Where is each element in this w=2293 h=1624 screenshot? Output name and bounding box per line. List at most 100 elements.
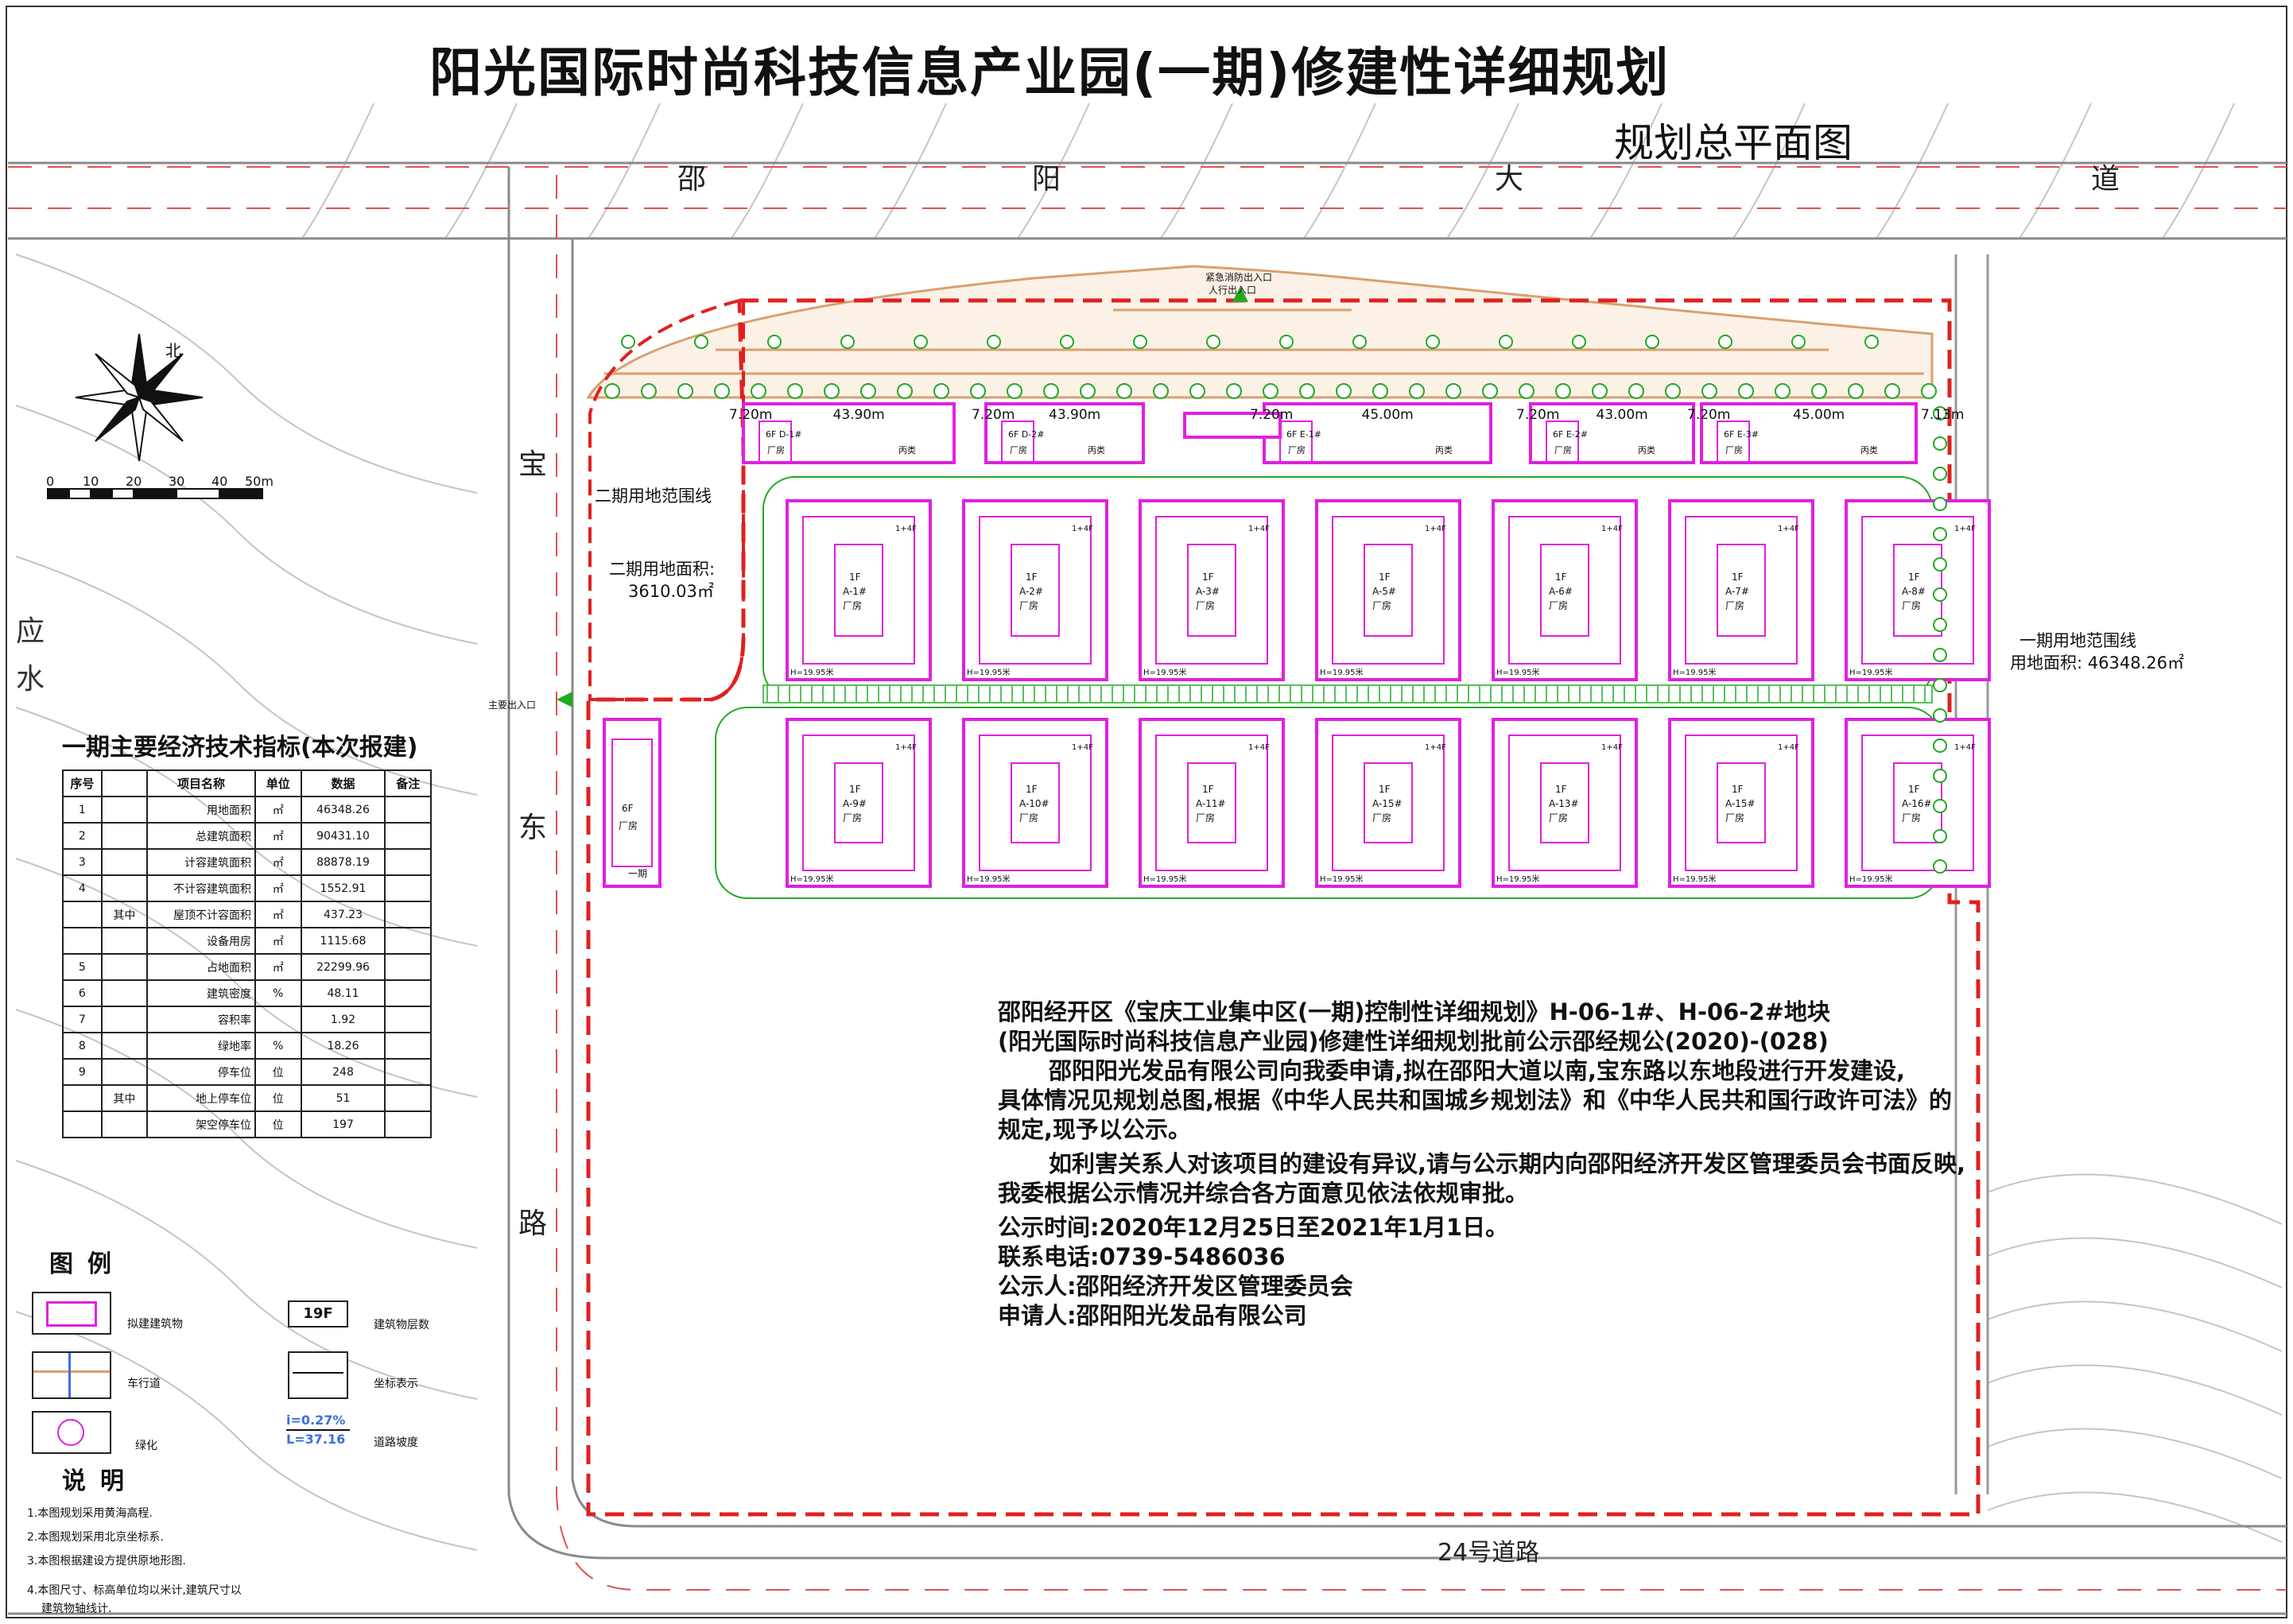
indicator-cell-unit: 位 <box>254 1110 302 1138</box>
notice-line: 我委根据公示情况并综合各方面意见依法依规审批。 <box>998 1180 1529 1207</box>
indicator-cell-group <box>100 1006 149 1033</box>
indicator-cell-no: 6 <box>62 979 103 1007</box>
indicator-cell-group <box>100 979 149 1007</box>
indicator-cell-no: 1 <box>62 796 103 824</box>
col-header: 备注 <box>384 769 432 797</box>
tree-icon <box>1933 467 1947 481</box>
notice-line: 如利害关系人对该项目的建设有异议,请与公示期内向邵阳经济开发区管理委员会书面反映… <box>1049 1150 1966 1177</box>
emergency-gate-label: 紧急消防出入口 <box>1205 272 1273 283</box>
phase2-area-value: 3610.03㎡ <box>628 582 714 601</box>
indicator-cell-remark <box>384 1006 432 1033</box>
indicator-cell-remark <box>384 979 432 1007</box>
indicator-cell-no: 9 <box>62 1058 103 1086</box>
legend-coord-icon <box>288 1351 348 1399</box>
phase2-building-class: 厂房 <box>619 820 638 831</box>
top-building-core <box>1717 421 1750 463</box>
road-label-baodong-2: 东 <box>518 812 548 844</box>
tree-icon <box>1299 383 1315 399</box>
block-aux-label: 1+4F <box>1601 525 1623 533</box>
building-fire-label: 丙类 <box>898 445 916 455</box>
tree-icon <box>767 335 782 349</box>
main-gate-label: 主要出入口 <box>488 700 537 711</box>
block-name-label: A-8# <box>1902 585 1926 597</box>
contour-line <box>15 254 478 494</box>
tree-icon <box>1933 769 1947 783</box>
col-header: 单位 <box>254 769 302 797</box>
block-height-label: H=19.95米 <box>1849 669 1893 677</box>
indicator-cell-value: 18.26 <box>300 1032 386 1060</box>
indicator-cell-name: 容积率 <box>146 1006 257 1033</box>
indicator-cell-no <box>62 927 103 955</box>
tree-icon <box>1933 557 1947 572</box>
legend-building-swatch <box>46 1301 97 1327</box>
building-fire-label: 丙类 <box>1435 445 1453 455</box>
tree-icon <box>1718 335 1732 349</box>
indicator-cell-name: 屋顶不计容面积 <box>146 901 257 928</box>
indicator-cell-value: 1.92 <box>300 1006 386 1033</box>
block-aux-label: 1+4F <box>1954 525 1976 533</box>
block-floors-label: 1F <box>1908 784 1920 795</box>
factory-block-core <box>1717 762 1766 843</box>
contour-line <box>1987 1237 2283 1289</box>
block-aux-label: 1+4F <box>1778 525 1799 533</box>
legend-coord-line <box>293 1372 343 1374</box>
indicator-cell-value: 46348.26 <box>300 796 386 824</box>
contour-line <box>1589 103 1663 239</box>
building-name-label: 6F E-2# <box>1553 429 1588 440</box>
page-title: 阳光国际时尚科技信息产业园(一期)修建性详细规划 <box>429 42 1670 103</box>
tree-icon <box>1206 335 1220 349</box>
block-name-label: A-3# <box>1196 585 1220 597</box>
block-name-label: A-15# <box>1372 798 1403 809</box>
building-setback-label: 7.20m <box>729 407 773 423</box>
legend-lane-label: 车行道 <box>127 1378 161 1390</box>
indicator-cell-name: 绿地率 <box>146 1032 257 1060</box>
block-height-label: H=19.95米 <box>1143 875 1187 884</box>
indicator-cell-remark <box>384 822 432 850</box>
contour-line <box>1987 1300 2283 1352</box>
tree-icon <box>1775 383 1791 399</box>
building-fire-label: 丙类 <box>1088 445 1105 455</box>
tree-icon <box>1279 335 1294 349</box>
road-label-baodong-1: 宝 <box>518 448 548 481</box>
road-label-baodong-3: 路 <box>518 1207 548 1240</box>
north-arrow-icon <box>75 333 204 462</box>
block-name-label: A-16# <box>1902 798 1932 809</box>
phase1-boundary <box>586 298 1981 1517</box>
factory-blocks <box>603 499 1991 888</box>
block-floors-label: 1F <box>849 784 861 795</box>
block-aux-label: 1+4F <box>1425 525 1446 533</box>
top-building-core <box>1001 421 1034 463</box>
tree-icon <box>1884 383 1900 399</box>
col-header: 数据 <box>300 769 386 797</box>
indicator-cell-value: 437.23 <box>300 901 386 928</box>
indicator-cell-remark <box>384 1058 432 1086</box>
tree-icon <box>1933 527 1947 541</box>
block-floors-label: 1F <box>1202 571 1214 583</box>
block-aux-label: 1+4F <box>895 525 917 533</box>
tree-icon <box>1933 859 1947 874</box>
building-end-label: 7.13m <box>1921 407 1965 423</box>
indicator-cell-group <box>100 848 149 876</box>
tree-icon <box>1791 335 1806 349</box>
indicator-cell-unit <box>254 1006 302 1033</box>
block-height-label: H=19.95米 <box>1320 875 1364 884</box>
block-height-label: H=19.95米 <box>790 875 834 884</box>
block-name-label: A-2# <box>1019 585 1043 597</box>
phase2-building-floors: 6F <box>622 803 634 814</box>
tree-icon <box>1701 383 1717 399</box>
indicator-cell-unit: ㎡ <box>254 927 302 955</box>
building-name-label: 6F E-3# <box>1724 429 1759 440</box>
contour-line <box>1446 103 1519 239</box>
building-width-label: 43.00m <box>1596 407 1648 423</box>
tree-icon <box>1372 383 1388 399</box>
building-setback-label: 7.20m <box>1687 407 1731 423</box>
contour-line <box>444 103 518 239</box>
indicator-cell-remark <box>384 848 432 876</box>
scale-tick-20: 20 <box>126 474 142 489</box>
contour-line <box>1017 103 1090 239</box>
